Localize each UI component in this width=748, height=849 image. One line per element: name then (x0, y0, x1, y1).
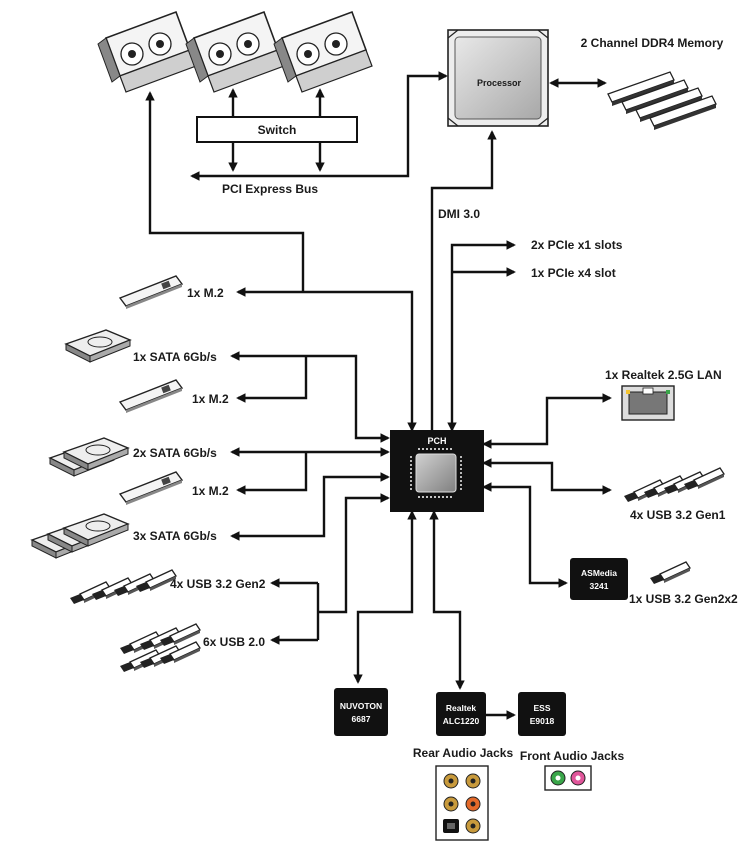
ess-label-1: ESS (533, 703, 550, 713)
pcie-bus-label: PCI Express Bus (222, 182, 318, 196)
nuvoton-chip (334, 688, 388, 736)
pcie-x4-label: 1x PCIe x4 slot (531, 266, 616, 280)
processor-chip (447, 29, 549, 127)
usb-stick-icon (649, 561, 691, 585)
m2-label-2: 1x M.2 (192, 392, 229, 406)
switch-box (196, 116, 358, 143)
pcie-x1-label: 2x PCIe x1 slots (531, 238, 623, 252)
realtek-label-1: Realtek (446, 703, 477, 713)
rear-audio-jacks (435, 765, 489, 841)
memory-label: 2 Channel DDR4 Memory (581, 36, 724, 50)
graphics-card-icon (185, 11, 285, 93)
m2-ssd-icon (119, 275, 183, 310)
ethernet-port (621, 385, 675, 421)
rear-audio-label: Rear Audio Jacks (413, 746, 514, 760)
realtek-chip (436, 692, 486, 736)
usb20-label: 6x USB 2.0 (203, 635, 265, 649)
usb-gen2x2-label: 1x USB 3.2 Gen2x2 (629, 592, 738, 606)
graphics-card-2 (185, 11, 285, 93)
graphics-card-1 (97, 11, 197, 93)
usb-gen2-label: 4x USB 3.2 Gen2 (170, 577, 266, 591)
graphics-card-3 (273, 11, 373, 93)
front-audio-jacks (544, 765, 592, 791)
sata-drive-icon (65, 329, 131, 363)
m2-label-3: 1x M.2 (192, 484, 229, 498)
usb20-sticks (119, 623, 201, 673)
switch-label: Switch (258, 123, 297, 137)
sata-label-2: 2x SATA 6Gb/s (133, 446, 217, 460)
m2-ssd-icon (119, 471, 183, 506)
graphics-card-icon (97, 11, 197, 93)
sata-label-1: 1x SATA 6Gb/s (133, 350, 217, 364)
ess-label-2: E9018 (530, 716, 555, 726)
usb-gen1-sticks (623, 467, 725, 503)
pch-chip (390, 430, 484, 512)
asmedia-label-2: 3241 (590, 581, 609, 591)
usb-gen2-sticks (69, 569, 177, 605)
m2-label-1: 1x M.2 (187, 286, 224, 300)
lan-label: 1x Realtek 2.5G LAN (605, 368, 722, 382)
pch-label: PCH (427, 436, 446, 446)
realtek-label-2: ALC1220 (443, 716, 480, 726)
front-audio-label: Front Audio Jacks (520, 749, 625, 763)
nuvoton-label-1: NUVOTON (340, 701, 382, 711)
usb-gen1-label: 4x USB 3.2 Gen1 (630, 508, 726, 522)
sata-label-3: 3x SATA 6Gb/s (133, 529, 217, 543)
memory-modules (607, 71, 717, 131)
ess-chip (518, 692, 566, 736)
m2-ssd-icon (119, 379, 183, 414)
connection-lines (145, 71, 612, 720)
graphics-card-icon (273, 11, 373, 93)
asmedia-label-1: ASMedia (581, 568, 617, 578)
asmedia-chip (570, 558, 628, 600)
dmi-label: DMI 3.0 (438, 207, 480, 221)
nuvoton-label-2: 6687 (352, 714, 371, 724)
processor-label: Processor (477, 78, 522, 88)
